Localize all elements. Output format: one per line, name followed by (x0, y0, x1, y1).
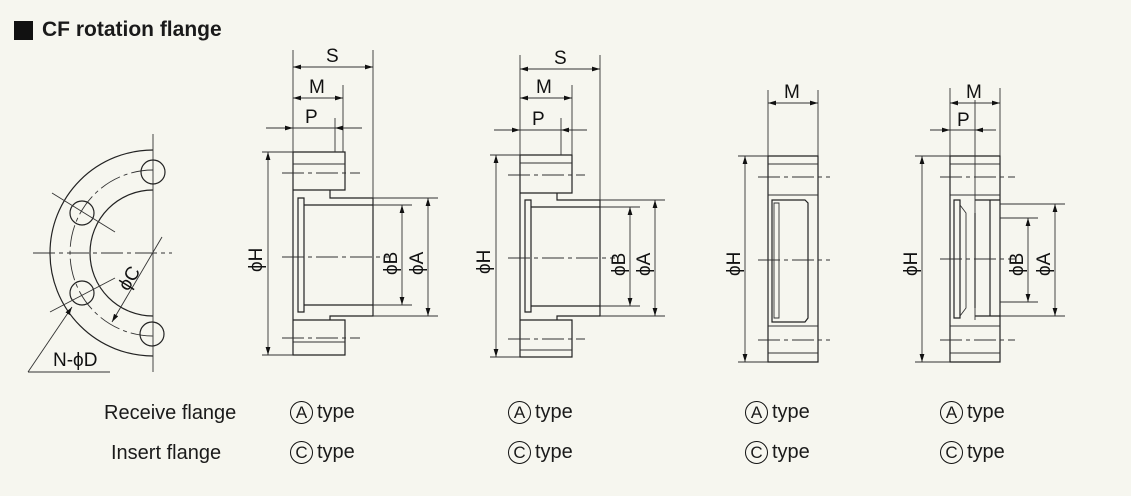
circled-letter: C (940, 441, 963, 464)
dim-b-label: ϕB (1007, 253, 1028, 276)
receive-flange-label: Receive flange (104, 402, 237, 424)
dim-c-label: ϕC (114, 263, 145, 295)
dim-h-label: ϕH (901, 252, 922, 276)
dim-m-label: M (966, 82, 982, 103)
circled-letter: A (508, 401, 531, 424)
title-text: CF rotation flange (42, 18, 222, 41)
type-word: type (317, 401, 355, 423)
type-word: type (967, 441, 1005, 463)
dim-h-label: ϕH (724, 252, 745, 276)
side-view-4: M P ϕH ϕB ϕA (901, 82, 1065, 363)
section-title: CF rotation flange (14, 18, 222, 42)
dim-p-label: P (957, 110, 970, 131)
dim-h-label: ϕH (474, 250, 495, 274)
type-word: type (772, 441, 810, 463)
front-view: ϕC N-ϕD (27, 134, 172, 373)
side-view-3: M ϕH (724, 82, 830, 363)
circled-letter: C (290, 441, 313, 464)
dim-m-label: M (309, 77, 325, 98)
dim-s-label: S (554, 48, 567, 69)
insert-flange-label: Insert flange (111, 442, 222, 464)
type-word: type (772, 401, 810, 423)
dim-p-label: P (532, 109, 545, 130)
circled-letter: A (290, 401, 313, 424)
dim-h-label: ϕH (246, 248, 267, 272)
circled-letter: A (940, 401, 963, 424)
dim-a-label: ϕA (634, 252, 655, 276)
type-word: type (535, 441, 573, 463)
dim-a-label: ϕA (1034, 252, 1055, 276)
circled-letter: C (745, 441, 768, 464)
dim-b-label: ϕB (609, 253, 630, 276)
type-word: type (967, 401, 1005, 423)
side-view-2: S M P ϕH ϕB ϕA (474, 48, 665, 358)
dim-m-label: M (784, 82, 800, 103)
dim-p-label: P (305, 107, 318, 128)
dim-m-label: M (536, 77, 552, 98)
circled-letter: C (508, 441, 531, 464)
dim-b-label: ϕB (381, 252, 402, 275)
dim-s-label: S (326, 46, 339, 67)
type-word: type (535, 401, 573, 423)
dim-nd-label: N-ϕD (53, 350, 97, 371)
circled-letter: A (745, 401, 768, 424)
type-word: type (317, 441, 355, 463)
bullet-square-icon (14, 20, 33, 40)
dim-a-label: ϕA (407, 251, 428, 275)
side-view-1: S M P ϕH ϕB ϕA (246, 46, 438, 356)
